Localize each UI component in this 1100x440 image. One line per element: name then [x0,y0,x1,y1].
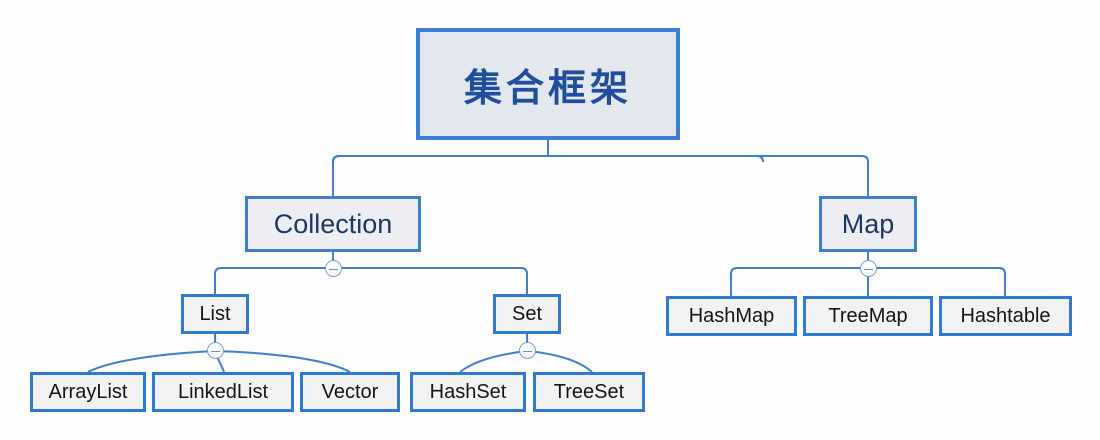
node-map[interactable]: Map [819,196,917,252]
node-set[interactable]: Set [493,294,561,334]
node-root[interactable]: 集合框架 [416,28,680,140]
node-treeset[interactable]: TreeSet [533,372,645,412]
collapse-toggle-set[interactable] [519,342,536,359]
node-arraylist[interactable]: ArrayList [30,372,146,412]
node-linkedlist[interactable]: LinkedList [152,372,294,412]
edge-collection-to-set [333,267,528,294]
edge-bus-to-collection [332,155,548,196]
edge-map-to-hashtable [868,267,1006,296]
collapse-toggle-list[interactable] [207,342,224,359]
node-treemap[interactable]: TreeMap [803,296,933,336]
edge-list-to-arraylist [87,350,216,373]
edge-collection-to-list [214,267,333,294]
edge-set-to-hashset [459,350,528,373]
node-vector[interactable]: Vector [300,372,400,412]
edge-root-bus [332,155,764,196]
collapse-toggle-collection[interactable] [325,260,342,277]
collapse-toggle-map[interactable] [860,260,877,277]
node-hashmap[interactable]: HashMap [666,296,797,336]
node-collection[interactable]: Collection [245,196,421,252]
node-hashset[interactable]: HashSet [410,372,526,412]
node-list[interactable]: List [181,294,249,334]
edge-list-to-vector [214,350,351,373]
edge-map-to-hashmap [730,267,868,296]
node-hashtable[interactable]: Hashtable [939,296,1072,336]
edge-bus-to-map [548,155,869,196]
edge-set-to-treeset [526,350,593,373]
